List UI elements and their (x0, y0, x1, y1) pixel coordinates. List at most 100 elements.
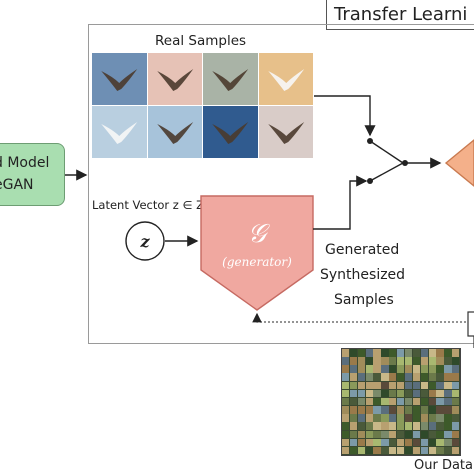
dataset-tile (389, 373, 397, 381)
dataset-tile (365, 430, 373, 439)
dataset-tile (357, 373, 365, 381)
dataset-tile (342, 430, 350, 439)
dataset-tile (428, 373, 436, 381)
dataset-tile (397, 389, 405, 398)
dataset-tile (397, 365, 405, 373)
dataset-tile (452, 446, 460, 455)
dataset-tile (357, 381, 365, 390)
dataset-tile (381, 389, 389, 398)
dataset-tile (420, 357, 428, 365)
dataset-tile (357, 414, 365, 422)
dataset-tile (389, 365, 397, 373)
dataset-tile (381, 397, 389, 406)
real-samples-grid (92, 53, 314, 159)
dataset-tile (349, 365, 358, 373)
dataset-tile (342, 389, 350, 398)
dataset-tile (397, 357, 405, 365)
dataset-tile (412, 373, 421, 381)
dataset-tile (357, 365, 365, 373)
dataset-tile (412, 397, 421, 406)
dataset-tile (349, 430, 358, 439)
dataset-tile (365, 381, 373, 390)
dataset-tile (381, 357, 389, 365)
dataset-tile (428, 430, 436, 439)
dataset-tile (349, 389, 358, 398)
dataset-tile (342, 349, 350, 357)
dataset-tile (365, 406, 373, 414)
pretrained-model-box (0, 143, 65, 206)
dataset-tile (342, 446, 350, 455)
dataset-tile (389, 397, 397, 406)
dataset-tile (349, 414, 358, 422)
dataset-tile (404, 357, 413, 365)
dataset-tile (342, 438, 350, 447)
dataset-tile (342, 406, 350, 414)
dataset-tile (349, 406, 358, 414)
dataset-tile (349, 397, 358, 406)
dataset-tile (420, 422, 428, 430)
dataset-tile (397, 438, 405, 447)
dataset-tile (452, 349, 460, 357)
dataset-tile (412, 430, 421, 439)
dataset-tile (342, 357, 350, 365)
dataset-tile (349, 422, 358, 430)
dataset-tile (420, 389, 428, 398)
dataset-tile (365, 438, 373, 447)
generated-label: Generated (325, 242, 400, 258)
dataset-tile (381, 373, 389, 381)
dataset-tile (381, 406, 389, 414)
bird-photo-4 (258, 53, 313, 105)
dataset-tile (342, 381, 350, 390)
dataset-tile (444, 365, 452, 373)
dataset-tile (444, 381, 452, 390)
dataset-tile (365, 389, 373, 398)
dataset-tile (436, 422, 444, 430)
dataset-tile (412, 438, 421, 447)
dataset-tile (436, 406, 444, 414)
dataset-tile (404, 349, 413, 357)
dataset-tile (404, 373, 413, 381)
dataset-tile (342, 414, 350, 422)
dataset-tile (357, 397, 365, 406)
dataset-tile (452, 430, 460, 439)
dataset-tile (420, 406, 428, 414)
synthesized-label: Synthesized (320, 267, 406, 283)
dataset-tile (412, 357, 421, 365)
dataset-tile (404, 381, 413, 390)
dataset-tile (357, 357, 365, 365)
bird-photo-8 (258, 106, 313, 158)
dataset-tile (428, 357, 436, 365)
feedback-box (467, 311, 474, 337)
dataset-tile (452, 397, 460, 406)
diagram-title: Transfer Learni (334, 4, 468, 25)
dataset-tile (373, 397, 381, 406)
title-box (326, 0, 474, 30)
dataset-tile (397, 373, 405, 381)
dataset-tile (389, 430, 397, 439)
bird-photo-5 (92, 106, 147, 158)
dataset-tile (428, 381, 436, 390)
dataset-tile (444, 446, 452, 455)
dataset-tile (404, 406, 413, 414)
generator-symbol: 𝒢 (248, 219, 271, 249)
dataset-tile (412, 349, 421, 357)
dataset-tile (420, 446, 428, 455)
dataset-tile (420, 430, 428, 439)
dataset-label: Our Data (414, 458, 473, 473)
dataset-tile (373, 438, 381, 447)
dataset-tile (373, 406, 381, 414)
dataset-tile (381, 414, 389, 422)
dataset-tile (373, 349, 381, 357)
dataset-tile (436, 446, 444, 455)
dataset-tile (444, 414, 452, 422)
dataset-tile (444, 357, 452, 365)
dataset-tile (412, 389, 421, 398)
dataset-tile (381, 446, 389, 455)
dataset-tile (412, 365, 421, 373)
generator-to-switch-path (313, 175, 368, 230)
dataset-tile (404, 430, 413, 439)
dataset-tile (452, 438, 460, 447)
dataset-tile (357, 446, 365, 455)
dataset-tile (412, 414, 421, 422)
